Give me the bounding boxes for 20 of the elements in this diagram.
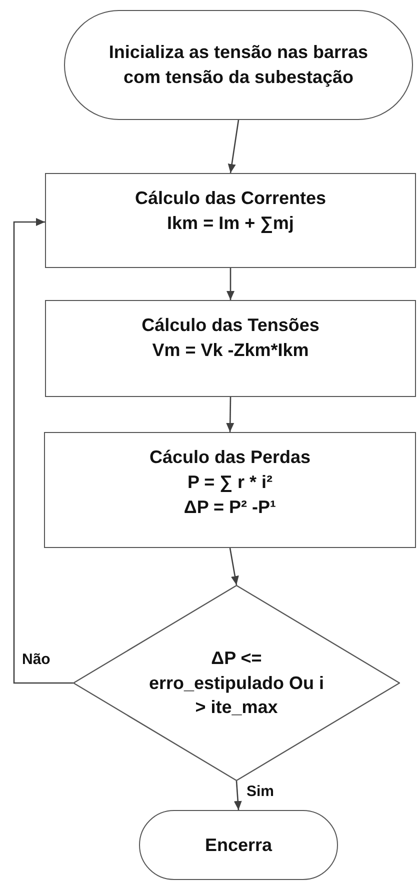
- arrow: [234, 780, 242, 810]
- node-text: Cálculo das Tensões: [142, 314, 320, 337]
- arrow: [228, 120, 240, 174]
- node-text: P = ∑ r * i²: [187, 470, 273, 494]
- node-text: ΔP <= erro_estipulado Ou i > ite_max: [148, 646, 326, 720]
- node-text: Cáculo das Perdas: [149, 446, 311, 469]
- node-text: ΔP = P² -P¹: [184, 496, 276, 518]
- process-box: [45, 173, 416, 268]
- node-text: Inicializa as tensão nas barras com tensão da subestação: [108, 41, 370, 89]
- process-box: [45, 300, 416, 397]
- arrow: [229, 548, 239, 586]
- process-box: [44, 432, 416, 548]
- node-text: Cálculo das Correntes: [134, 187, 326, 210]
- node-text: Ikm = Im + ∑mj: [167, 212, 294, 235]
- node-text: Vm = Vk -Zkm*Ikm: [152, 338, 309, 362]
- node-text: Encerra: [204, 834, 272, 857]
- arrow: [226, 397, 234, 432]
- arrow: [226, 268, 234, 300]
- decision-diamond: [73, 585, 400, 781]
- arrow: [13, 218, 73, 684]
